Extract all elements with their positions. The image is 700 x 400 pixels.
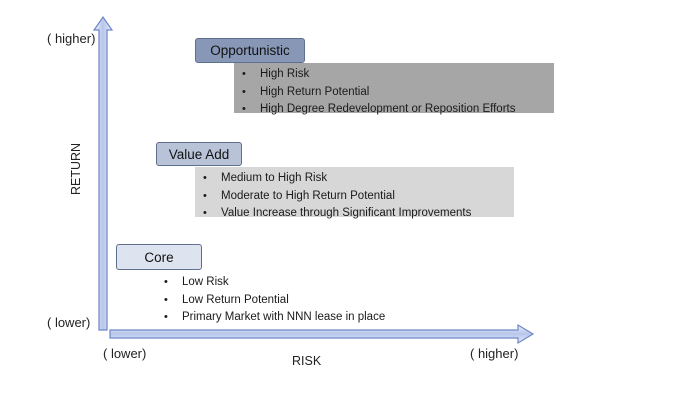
value-add-label: Value Add xyxy=(156,142,242,166)
opportunistic-label: Opportunistic xyxy=(195,38,305,63)
y-axis-high-label: ( higher) xyxy=(47,31,96,46)
value-add-bullet: •Value Increase through Significant Impr… xyxy=(203,207,472,219)
x-axis-title: RISK xyxy=(292,354,322,368)
value-add-bullet: •Moderate to High Return Potential xyxy=(203,189,395,202)
core-bullet: •Low Risk xyxy=(164,276,229,288)
core-details-panel: •Low Risk •Low Return Potential •Primary… xyxy=(156,271,456,323)
x-axis-high-label: ( higher) xyxy=(470,346,519,361)
core-bullet: •Low Return Potential xyxy=(164,293,289,306)
x-axis-arrow xyxy=(109,323,535,345)
y-axis-low-label: ( lower) xyxy=(47,315,91,330)
opportunistic-bullet: •High Risk xyxy=(242,68,310,80)
opportunistic-bullet: •High Return Potential xyxy=(242,85,370,98)
value-add-details-panel: •Medium to High Risk •Moderate to High R… xyxy=(195,167,514,219)
opportunistic-bullet: •High Degree Redevelopment or Reposition… xyxy=(242,103,516,115)
y-axis-title: RETURN xyxy=(69,142,83,196)
core-label: Core xyxy=(116,244,202,270)
x-axis-low-label: ( lower) xyxy=(103,346,147,361)
value-add-bullet: •Medium to High Risk xyxy=(203,172,328,184)
y-axis-arrow xyxy=(92,15,114,331)
opportunistic-details-panel: •High Risk •High Return Potential •High … xyxy=(234,63,554,115)
core-bullet: •Primary Market with NNN lease in place xyxy=(164,311,386,323)
